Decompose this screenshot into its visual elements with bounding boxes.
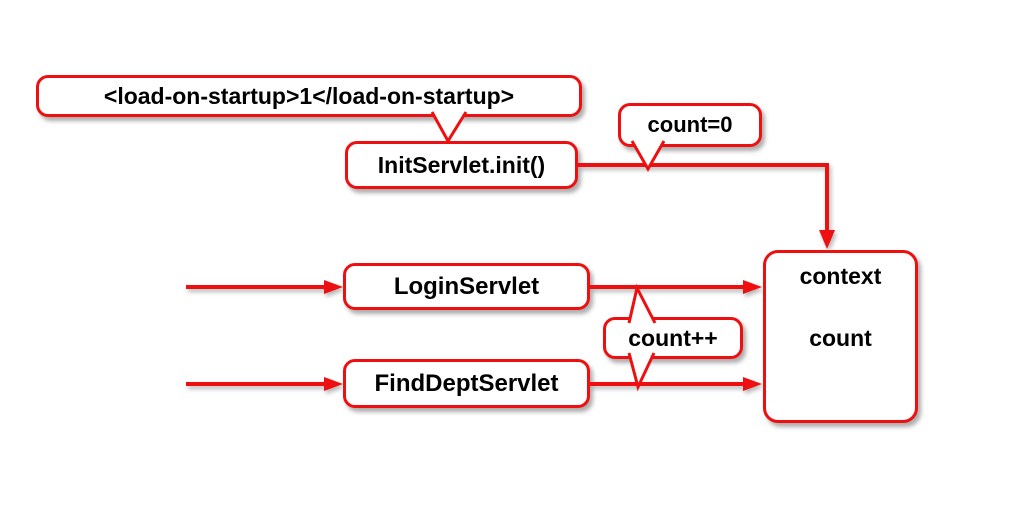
context-node-count-label: count xyxy=(809,325,872,351)
load-on-startup-callout: <load-on-startup>1</load-on-startup> xyxy=(36,75,582,117)
count-zero-callout: count=0 xyxy=(618,103,762,147)
context-node-title: context xyxy=(799,263,882,289)
context-node: context count xyxy=(763,250,918,423)
arrowhead-icon xyxy=(324,280,343,294)
login-servlet-node: LoginServlet xyxy=(343,263,590,310)
arrow-client-to-login xyxy=(186,280,343,294)
arrowhead-icon xyxy=(819,230,835,249)
arrow-client-to-finddept xyxy=(186,377,343,391)
find-dept-servlet-node: FindDeptServlet xyxy=(343,359,590,408)
arrow-init-to-context xyxy=(578,163,835,249)
arrowhead-icon xyxy=(743,377,762,391)
arrow-finddept-to-context xyxy=(590,377,762,391)
init-servlet-node: InitServlet.init() xyxy=(345,141,578,189)
arrowhead-icon xyxy=(324,377,343,391)
arrowhead-icon xyxy=(743,280,762,294)
arrow-login-to-context xyxy=(590,280,762,294)
count-increment-callout: count++ xyxy=(603,317,743,359)
